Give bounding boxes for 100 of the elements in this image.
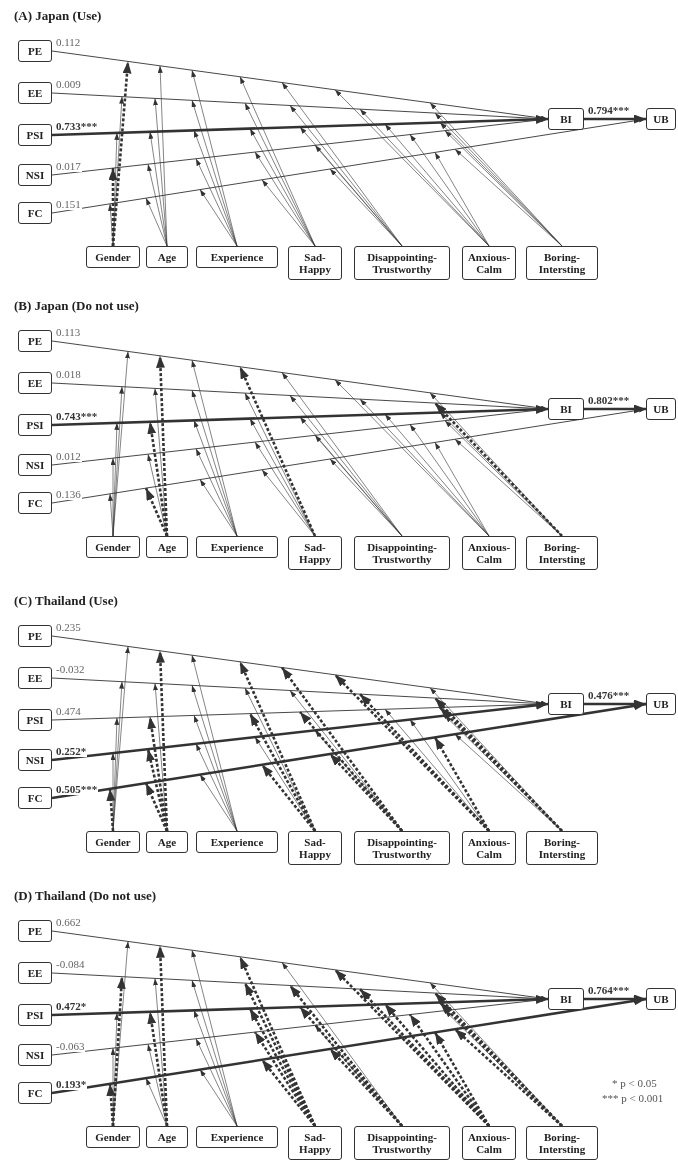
moderator-box: Disappointing-Trustworthy xyxy=(354,831,450,865)
moderator-box: Boring-Intersting xyxy=(526,246,598,280)
edge-label: 0.252* xyxy=(55,745,88,757)
moderator-box: Age xyxy=(146,1126,188,1148)
construct-box: PSI xyxy=(18,1004,52,1026)
edge-label: 0.472* xyxy=(55,1000,88,1012)
moderator-arrow xyxy=(253,1031,317,1127)
moderator-box: Disappointing-Trustworthy xyxy=(354,246,450,280)
path-arrow xyxy=(584,114,646,124)
path-arrow xyxy=(584,404,646,414)
moderator-box: Anxious-Calm xyxy=(462,831,516,865)
moderator-arrow xyxy=(146,748,169,832)
panel-title: (A) Japan (Use) xyxy=(14,8,102,24)
moderator-box: Gender xyxy=(86,831,140,853)
moderator-box: Disappointing-Trustworthy xyxy=(354,1126,450,1160)
edge-label: 0.474 xyxy=(55,705,82,717)
edge-label: 0.151 xyxy=(55,198,82,210)
edge-label: 0.112 xyxy=(55,36,82,48)
moderator-box: Anxious-Calm xyxy=(462,1126,516,1160)
edge-label: 0.018 xyxy=(55,368,82,380)
moderator-arrow xyxy=(299,1006,403,1127)
edge-label: -0.063 xyxy=(55,1040,86,1052)
moderator-arrow xyxy=(106,788,116,832)
significance-note: *** p < 0.001 xyxy=(602,1092,664,1104)
moderator-box: Age xyxy=(146,831,188,853)
moderator-arrow xyxy=(144,782,169,832)
construct-box: EE xyxy=(18,82,52,104)
construct-box: UB xyxy=(646,108,676,130)
moderator-box: Sad-Happy xyxy=(288,831,342,865)
moderator-arrow xyxy=(261,763,316,832)
moderator-box: Anxious-Calm xyxy=(462,246,516,280)
construct-box: FC xyxy=(18,787,52,809)
moderator-box: Age xyxy=(146,536,188,558)
edge-label: 0.113 xyxy=(55,326,82,338)
edge-label: 0.476*** xyxy=(587,689,631,701)
panel-title: (D) Thailand (Do not use) xyxy=(14,888,157,904)
moderator-arrow xyxy=(144,487,169,537)
construct-box: BI xyxy=(548,988,584,1010)
construct-box: FC xyxy=(18,492,52,514)
moderator-arrow xyxy=(329,753,403,832)
panel-title: (C) Thailand (Use) xyxy=(14,593,118,609)
moderator-box: Disappointing-Trustworthy xyxy=(354,536,450,570)
construct-box: PE xyxy=(18,920,52,942)
moderator-box: Gender xyxy=(86,536,140,558)
construct-box: BI xyxy=(548,398,584,420)
moderator-box: Gender xyxy=(86,246,140,268)
moderator-arrow xyxy=(147,1011,169,1127)
edge-label: 0.136 xyxy=(55,488,82,500)
path-arrow xyxy=(584,699,646,709)
moderator-arrow xyxy=(106,1083,116,1127)
edge-label: 0.733*** xyxy=(55,120,99,132)
moderator-arrow xyxy=(359,693,490,832)
edge-label: 0.009 xyxy=(55,78,82,90)
moderator-box: Sad-Happy xyxy=(288,536,342,570)
moderator-arrow xyxy=(238,366,317,537)
construct-box: NSI xyxy=(18,1044,52,1066)
moderator-box: Age xyxy=(146,246,188,268)
construct-box: NSI xyxy=(18,164,52,186)
moderator-arrow xyxy=(433,1031,491,1127)
construct-box: FC xyxy=(18,1082,52,1104)
construct-box: EE xyxy=(18,372,52,394)
construct-box: EE xyxy=(18,962,52,984)
moderator-box: Experience xyxy=(196,831,278,853)
edge-label: 0.235 xyxy=(55,621,82,633)
path-arrow xyxy=(51,996,647,1095)
construct-box: PE xyxy=(18,625,52,647)
moderator-box: Experience xyxy=(196,246,278,268)
moderator-box: Experience xyxy=(196,1126,278,1148)
construct-box: BI xyxy=(548,693,584,715)
moderator-arrow xyxy=(108,168,118,246)
moderator-arrow xyxy=(147,421,169,537)
construct-box: UB xyxy=(646,398,676,420)
edge-label: 0.193* xyxy=(55,1078,88,1090)
edge-label: 0.662 xyxy=(55,916,82,928)
moderator-box: Anxious-Calm xyxy=(462,536,516,570)
edge-label: 0.012 xyxy=(55,450,82,462)
path-arrow xyxy=(51,994,549,1017)
moderator-box: Boring-Intersting xyxy=(526,831,598,865)
edge-label: 0.764*** xyxy=(587,984,631,996)
construct-box: PE xyxy=(18,40,52,62)
construct-box: NSI xyxy=(18,454,52,476)
edge-label: 0.505*** xyxy=(55,783,99,795)
moderator-box: Sad-Happy xyxy=(288,246,342,280)
moderator-arrow xyxy=(261,1058,316,1127)
path-arrow xyxy=(584,994,646,1004)
edge-label: 0.802*** xyxy=(587,394,631,406)
edge-label: 0.794*** xyxy=(587,104,631,116)
moderator-arrow xyxy=(454,1028,563,1127)
moderator-box: Boring-Intersting xyxy=(526,1126,598,1160)
construct-box: PSI xyxy=(18,124,52,146)
edge-label: 0.017 xyxy=(55,160,82,172)
construct-box: EE xyxy=(18,667,52,689)
moderator-arrow xyxy=(433,736,491,832)
construct-box: BI xyxy=(548,108,584,130)
edge-label: -0.084 xyxy=(55,958,86,970)
edge-label: 0.743*** xyxy=(55,410,99,422)
construct-box: UB xyxy=(646,988,676,1010)
construct-box: NSI xyxy=(18,749,52,771)
moderator-arrow xyxy=(329,1048,403,1127)
panel-title: (B) Japan (Do not use) xyxy=(14,298,139,314)
